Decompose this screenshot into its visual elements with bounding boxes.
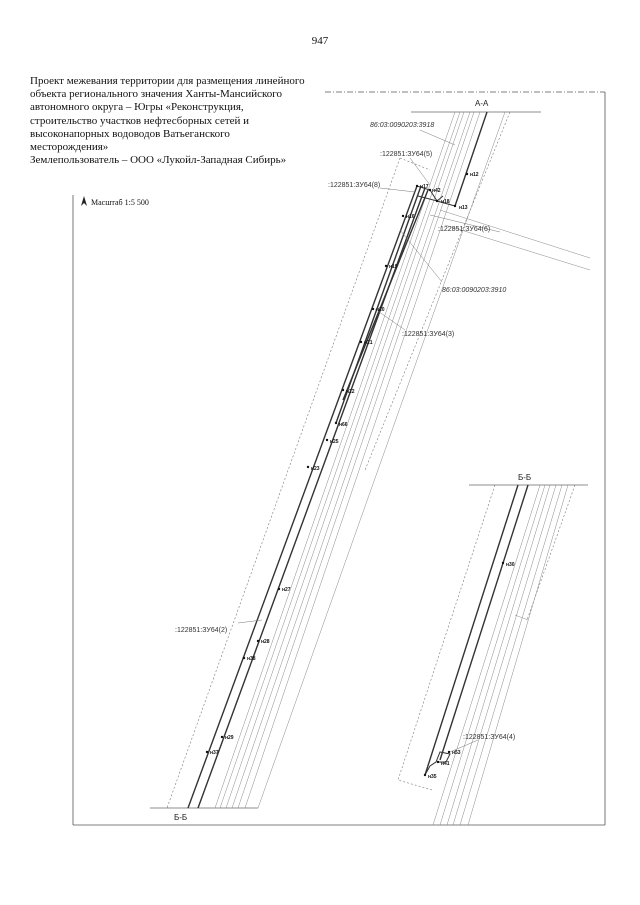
point-label: н22 xyxy=(346,389,355,395)
document-title: Проект межевания территории для размещен… xyxy=(30,75,330,167)
point-label: н21 xyxy=(364,340,373,346)
point-label: н37 xyxy=(210,750,219,756)
parcel-label: :122851:ЗУ64(8) xyxy=(328,182,380,189)
scale-text: Масштаб 1:5 500 xyxy=(91,197,149,207)
parcel-label: 86:03:0090203:3918 xyxy=(370,122,434,129)
point-label: н41 xyxy=(441,761,450,767)
point-label: н17 xyxy=(420,184,429,190)
point-label: н29 xyxy=(225,735,234,741)
scale-legend: Масштаб 1:5 500 xyxy=(80,196,149,208)
point-label: н38 xyxy=(247,656,256,662)
point-label: н42 xyxy=(432,188,441,194)
point-label: н13 xyxy=(459,205,468,211)
title-line: Проект межевания территории для размещен… xyxy=(30,75,305,87)
point-label: н30 xyxy=(506,562,515,568)
point-label: н23 xyxy=(311,466,320,472)
parcel-label: :122851:ЗУ64(5) xyxy=(380,151,432,158)
leader-line xyxy=(449,739,479,753)
map-frame xyxy=(72,91,606,826)
point-label: н27 xyxy=(282,587,291,593)
title-line: Землепользователь – ООО «Лукойл-Западная… xyxy=(30,154,287,167)
title-line: автономного округа – Югры «Реконструкция… xyxy=(30,101,244,114)
page-number: 947 xyxy=(311,35,329,47)
zone-boundary xyxy=(166,111,511,809)
title-line: объекта регионального значения Ханты-Ман… xyxy=(30,88,283,101)
point-label: н66 xyxy=(339,422,348,428)
point-label: н35 xyxy=(428,774,437,780)
title-line: строительство участков нефтесборных сете… xyxy=(30,114,250,127)
parcel-label: 86:03:0090203:3910 xyxy=(442,287,506,294)
point-label: н53 xyxy=(452,750,461,756)
point-label: н12 xyxy=(470,172,479,178)
section-label-bb-top: Б-Б xyxy=(518,473,531,482)
title-line: месторождения» xyxy=(30,141,109,154)
north-arrow-icon xyxy=(80,196,88,208)
inset-thin-lines xyxy=(432,484,569,826)
corridor-thick-lines xyxy=(187,111,488,809)
leader-lines xyxy=(237,129,501,624)
title-line: высоконапорных водоводов Ватьеганского xyxy=(30,127,230,140)
point-label: н28 xyxy=(261,639,270,645)
section-label-aa: А-А xyxy=(475,99,489,108)
parcel-label: :122851:ЗУ64(2) xyxy=(175,627,227,634)
point-label: н25 xyxy=(330,439,339,445)
boundary-points: н12 н17 н42 н18 н13 н16 н19 н20 н21 н22 … xyxy=(205,172,515,780)
corridor-thin-lines xyxy=(214,111,591,809)
point-label: н19 xyxy=(389,264,398,270)
inset-thick-lines xyxy=(424,484,529,776)
point-label: н18 xyxy=(441,199,450,205)
parcel-label: :122851:ЗУ64(3) xyxy=(402,331,454,338)
point-label: н20 xyxy=(376,307,385,313)
parcel-label: :122851:ЗУ64(6) xyxy=(438,226,490,233)
section-label-bb-bottom: Б-Б xyxy=(174,813,187,822)
parcel-label: :122851:ЗУ64(4) xyxy=(463,734,515,741)
point-label: н16 xyxy=(406,214,415,220)
